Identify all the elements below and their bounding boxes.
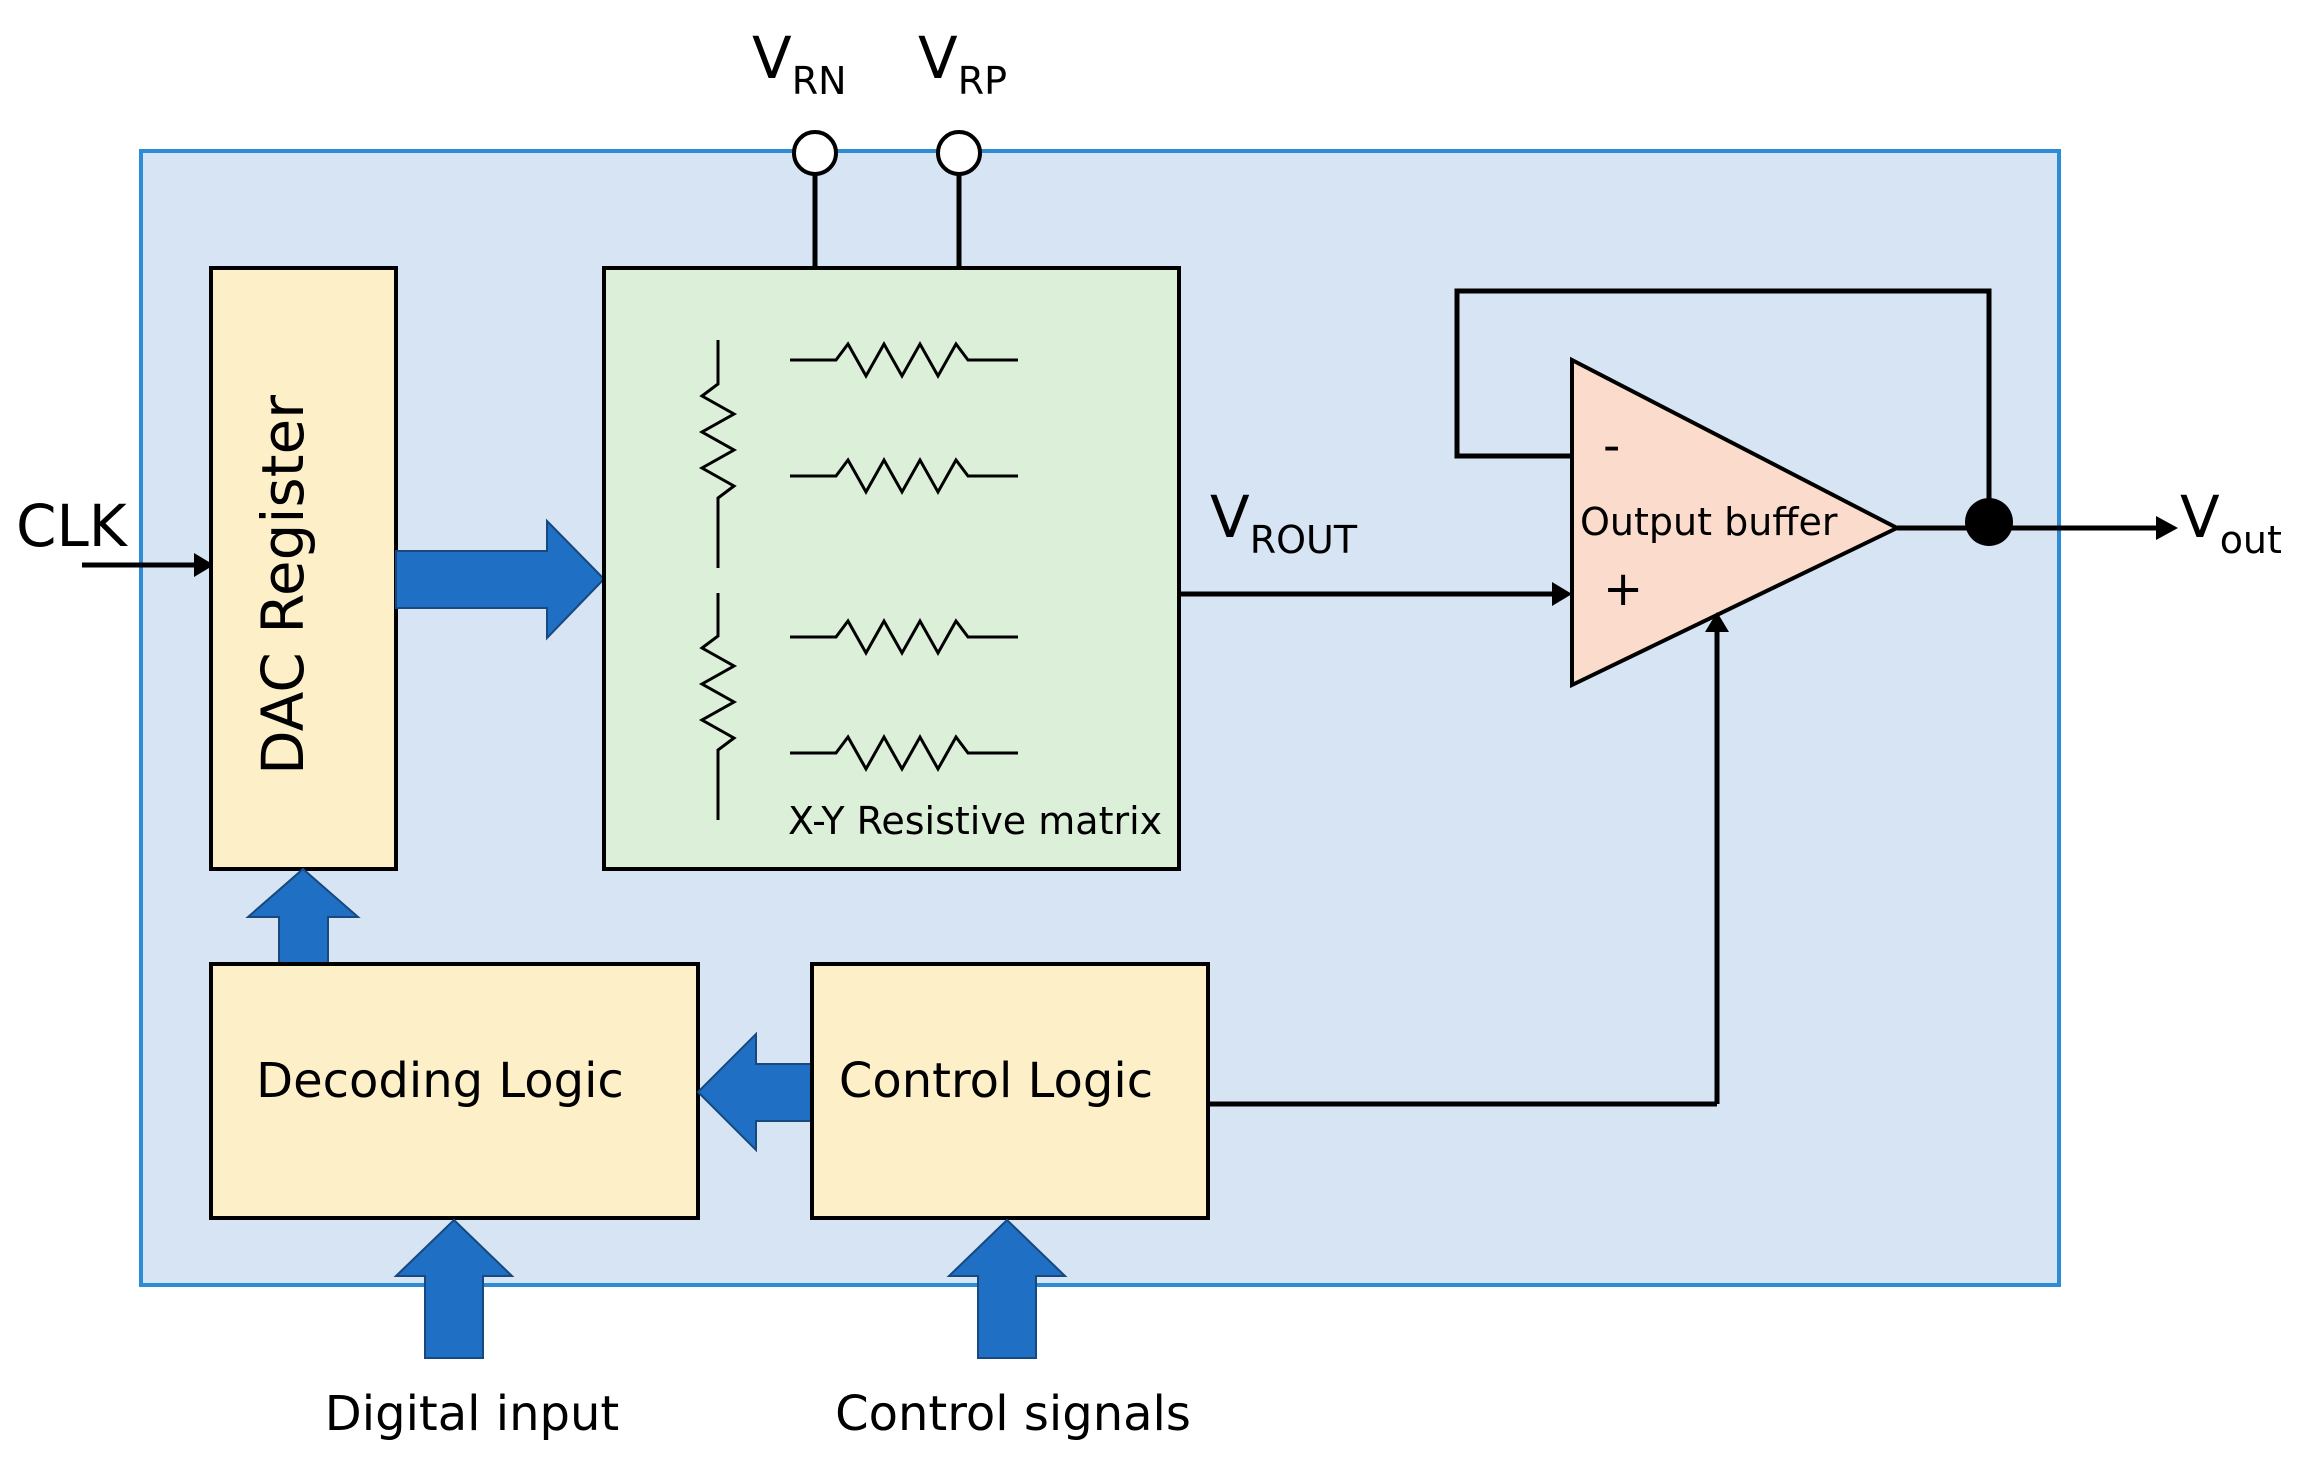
- register-to-matrix-bus-arrow: [395, 518, 606, 641]
- digital-input-label: Digital input: [325, 1386, 619, 1442]
- feedback-wire: [1454, 288, 1992, 522]
- digital-input-bus-arrow: [393, 1218, 515, 1359]
- output-junction-dot: [1965, 498, 2013, 546]
- control-signals-bus-arrow: [946, 1218, 1068, 1359]
- horizontal-resistor-1: [790, 340, 1018, 380]
- dac-register-label: DAC Register: [249, 395, 317, 775]
- control-signals-label: Control signals: [835, 1386, 1191, 1442]
- vrp-label: VRP: [918, 24, 1007, 103]
- output-buffer-opamp: [1570, 356, 1902, 689]
- vrp-pin: [936, 130, 982, 268]
- vrn-pin: [792, 130, 838, 268]
- output-buffer-label: Output buffer: [1580, 500, 1838, 544]
- control-to-buffer-wire: [1208, 612, 1729, 1107]
- opamp-minus-label: -: [1603, 418, 1620, 474]
- vrout-label: VROUT: [1210, 483, 1358, 562]
- dac-register-block: [209, 266, 398, 871]
- horizontal-resistor-4: [790, 733, 1018, 773]
- horizontal-resistor-3: [790, 617, 1018, 657]
- vrout-wire: [1179, 582, 1572, 606]
- horizontal-resistor-2: [790, 456, 1018, 496]
- control-to-decoding-bus-arrow: [696, 1031, 813, 1153]
- vertical-resistor-2: [698, 593, 738, 820]
- vrn-label: VRN: [752, 24, 847, 103]
- decoding-logic-label: Decoding Logic: [256, 1053, 624, 1109]
- vout-label: Vout: [2180, 483, 2282, 562]
- resistive-matrix-block: [602, 266, 1181, 871]
- output-wire: [1897, 516, 2178, 540]
- resistive-matrix-label: X-Y Resistive matrix: [788, 799, 1162, 843]
- decoding-to-register-bus-arrow: [245, 867, 361, 965]
- opamp-plus-label: +: [1603, 561, 1643, 617]
- control-logic-label: Control Logic: [839, 1053, 1153, 1109]
- vertical-resistor-1: [698, 340, 738, 568]
- control-logic-block: [810, 962, 1210, 1220]
- clk-arrow: [82, 553, 214, 577]
- decoding-logic-block: [209, 962, 700, 1220]
- resistor-symbols: [698, 340, 1018, 820]
- clk-label: CLK: [16, 492, 129, 560]
